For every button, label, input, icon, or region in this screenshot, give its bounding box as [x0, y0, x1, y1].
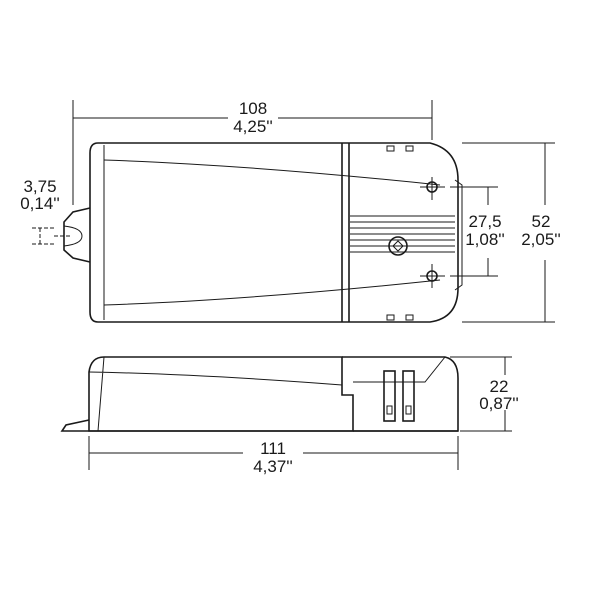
dim-line-52 — [462, 142, 555, 323]
top-ribs — [350, 215, 455, 253]
width-mm: 52 — [532, 212, 551, 231]
terminal-clip-1 — [383, 370, 396, 422]
height-mm: 22 — [490, 377, 509, 396]
dim-line-27-5 — [450, 186, 498, 277]
side-length-mm: 111 — [260, 439, 286, 458]
screw-icon — [388, 236, 408, 256]
side-housing-outline — [88, 356, 354, 432]
terminal-clip-2 — [402, 370, 415, 422]
dim-line-22 — [450, 356, 512, 432]
mounting-tab — [63, 207, 91, 263]
hole-spacing-mm: 27,5 — [468, 212, 501, 231]
top-housing-outline — [89, 142, 459, 323]
dim-line-111 — [88, 436, 459, 470]
top-view — [32, 100, 555, 323]
top-length-mm: 108 — [239, 99, 267, 118]
top-divider — [341, 143, 350, 322]
slot-in: 0,14'' — [20, 194, 60, 213]
height-in: 0,87'' — [479, 394, 519, 413]
top-length-in: 4,25'' — [233, 117, 273, 136]
width-in: 2,05'' — [521, 230, 561, 249]
hole-spacing-in: 1,08'' — [465, 230, 505, 249]
slot-mm: 3,75 — [23, 177, 56, 196]
side-view — [60, 356, 512, 470]
top-taper-line — [103, 159, 441, 186]
dim-line-108 — [72, 100, 433, 205]
side-length-in: 4,37'' — [253, 457, 293, 476]
side-tab — [60, 419, 90, 432]
